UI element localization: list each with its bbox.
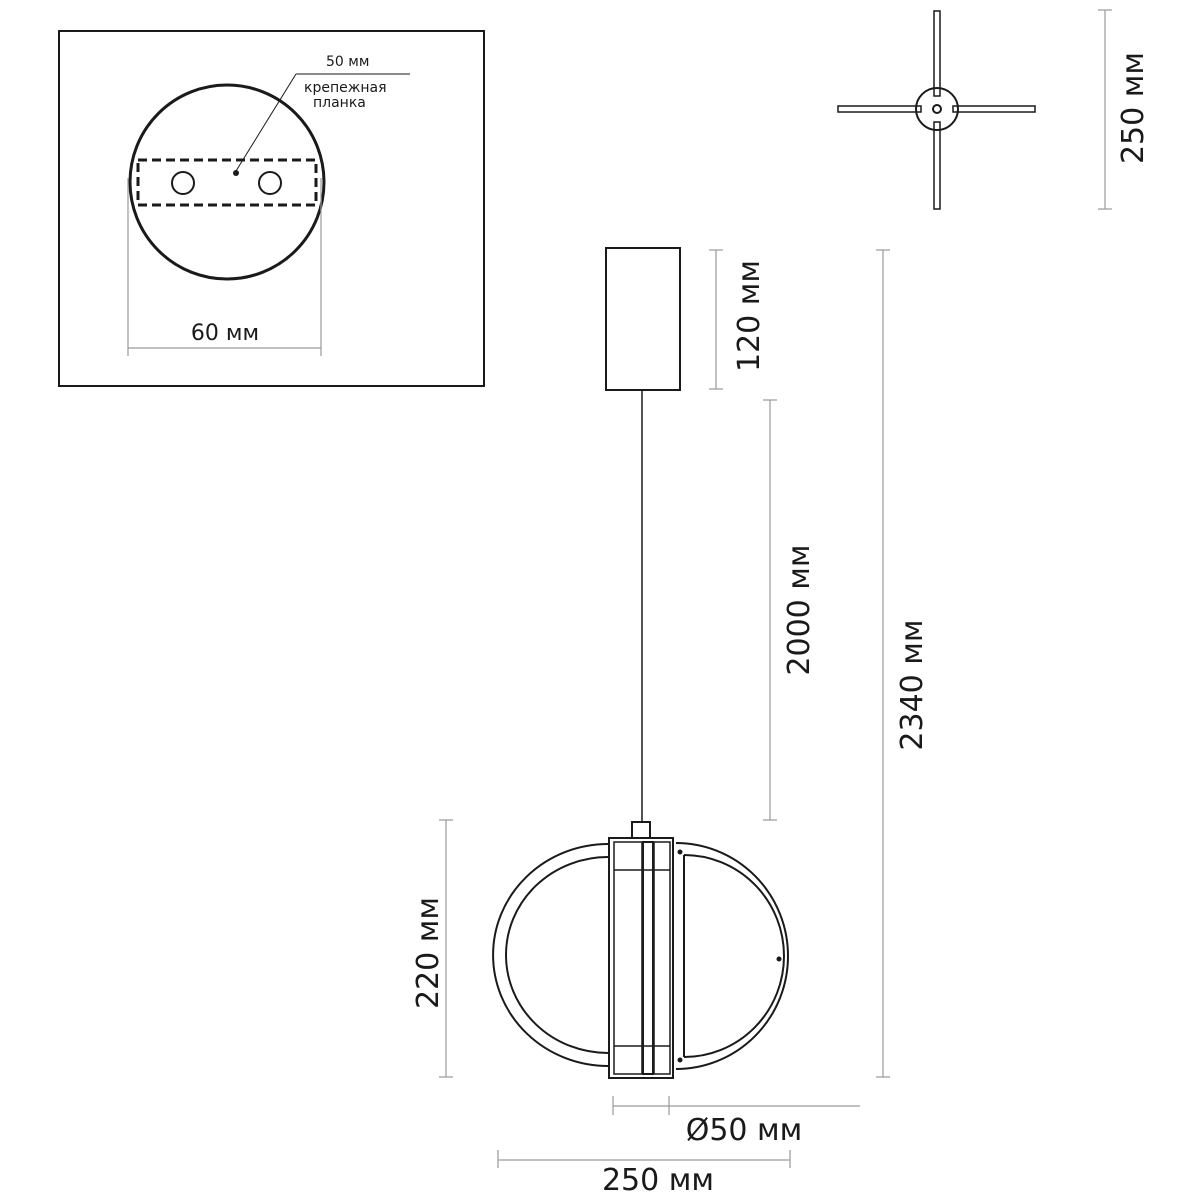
cable-connector bbox=[631, 821, 651, 839]
label-diameter-50mm: Ø50 мм bbox=[686, 1113, 803, 1148]
label-60mm: 60 мм bbox=[191, 321, 259, 346]
core-center-bar bbox=[642, 841, 654, 1075]
arm-left bbox=[837, 105, 922, 113]
inset-frame bbox=[58, 30, 485, 387]
screw-hole-right bbox=[258, 171, 282, 195]
label-220mm: 220 мм bbox=[411, 897, 446, 1009]
label-50mm: 50 мм bbox=[326, 54, 369, 70]
right-ring-inner bbox=[683, 854, 785, 1058]
screw-hole-left bbox=[171, 171, 195, 195]
label-2340mm: 2340 мм bbox=[895, 619, 930, 750]
left-ring-outer bbox=[492, 843, 609, 1067]
arm-right bbox=[952, 105, 1036, 113]
label-2000mm: 2000 мм bbox=[782, 544, 817, 675]
label-250mm-spread: 250 мм bbox=[1116, 52, 1151, 164]
right-ring-outer bbox=[675, 842, 789, 1070]
arm-bottom bbox=[933, 121, 941, 210]
core-right-strip bbox=[653, 841, 671, 1075]
arm-top bbox=[933, 10, 941, 97]
core-left-strip bbox=[613, 841, 643, 1075]
hub-center bbox=[932, 104, 942, 114]
rivet-right bbox=[776, 956, 782, 962]
canopy-top-view: 250 мм bbox=[837, 9, 1151, 210]
canopy-side-view: 120 мм 2000 мм 2340 мм bbox=[605, 247, 930, 1078]
center-point bbox=[233, 170, 239, 176]
lamp-body bbox=[492, 821, 789, 1079]
mounting-plate-inset: 50 мм крепежная планка 60 мм bbox=[58, 30, 485, 387]
rivet-top bbox=[677, 849, 683, 855]
leader-line bbox=[235, 73, 297, 172]
label-120mm: 120 мм bbox=[732, 260, 767, 372]
mounting-bar-dashed bbox=[136, 158, 318, 207]
left-ring-inner bbox=[505, 856, 609, 1054]
label-250mm-width: 250 мм bbox=[602, 1163, 714, 1198]
core-outer bbox=[608, 837, 674, 1079]
label-mounting-plate: крепежная bbox=[304, 80, 387, 96]
canopy-base-circle bbox=[128, 83, 326, 281]
canopy-box bbox=[605, 247, 681, 391]
lamp-dimensions: 220 мм Ø50 мм 250 мм bbox=[411, 819, 860, 1198]
rivet-bottom bbox=[677, 1057, 683, 1063]
label-mounting-plate-2: планка bbox=[313, 95, 366, 111]
hub-circle bbox=[915, 87, 959, 131]
